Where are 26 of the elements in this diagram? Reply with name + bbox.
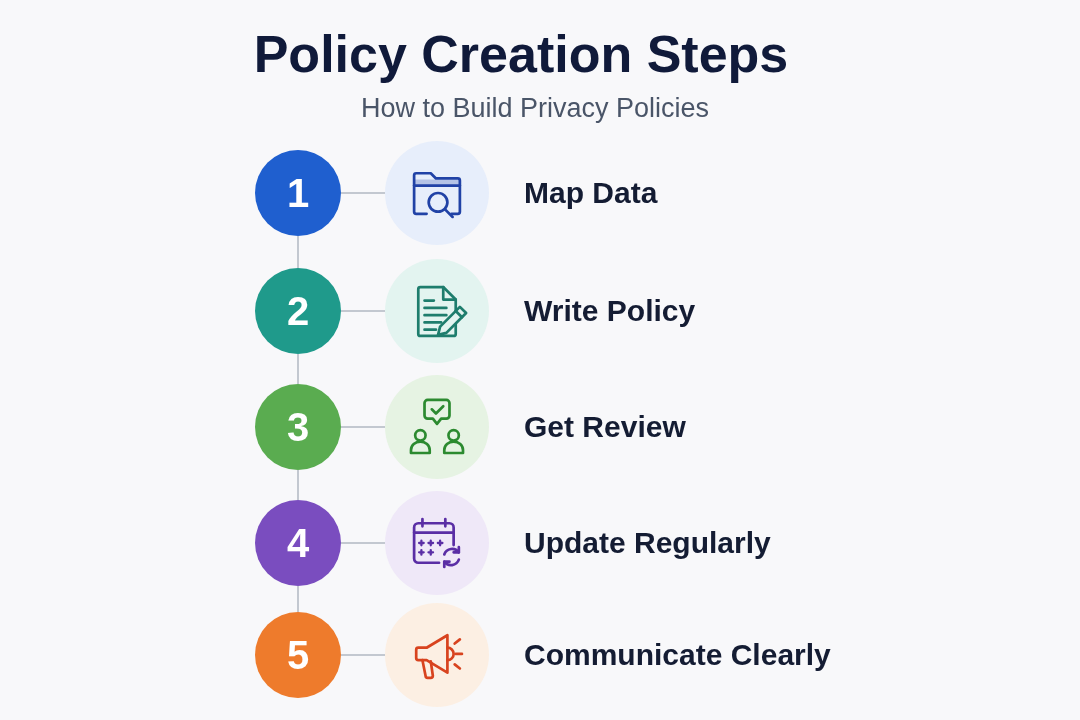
connector-line [340,192,386,194]
step-label: Update Regularly [524,525,771,561]
connector-line [340,654,386,656]
folder-search-icon [385,141,489,245]
megaphone-icon [385,603,489,707]
step-label: Communicate Clearly [524,637,831,673]
step-number: 4 [286,521,310,565]
step-label: Get Review [524,409,686,445]
connector-line [340,310,386,312]
calendar-refresh-icon [385,491,489,595]
connector-line [297,585,299,613]
step-number: 1 [286,171,310,215]
connector-line [297,469,299,501]
title: Policy Creation Steps [253,24,789,84]
step-label: Map Data [524,175,658,211]
step-number: 5 [286,633,310,677]
subtitle: How to Build Privacy Policies [360,92,710,124]
connector-line [297,353,299,385]
step-label: Write Policy [524,293,696,329]
step-number: 2 [286,289,310,333]
step-number: 3 [286,405,310,449]
people-chat-icon [385,375,489,479]
document-pencil-icon [385,259,489,363]
connector-line [340,426,386,428]
connector-line [297,235,299,269]
connector-line [340,542,386,544]
